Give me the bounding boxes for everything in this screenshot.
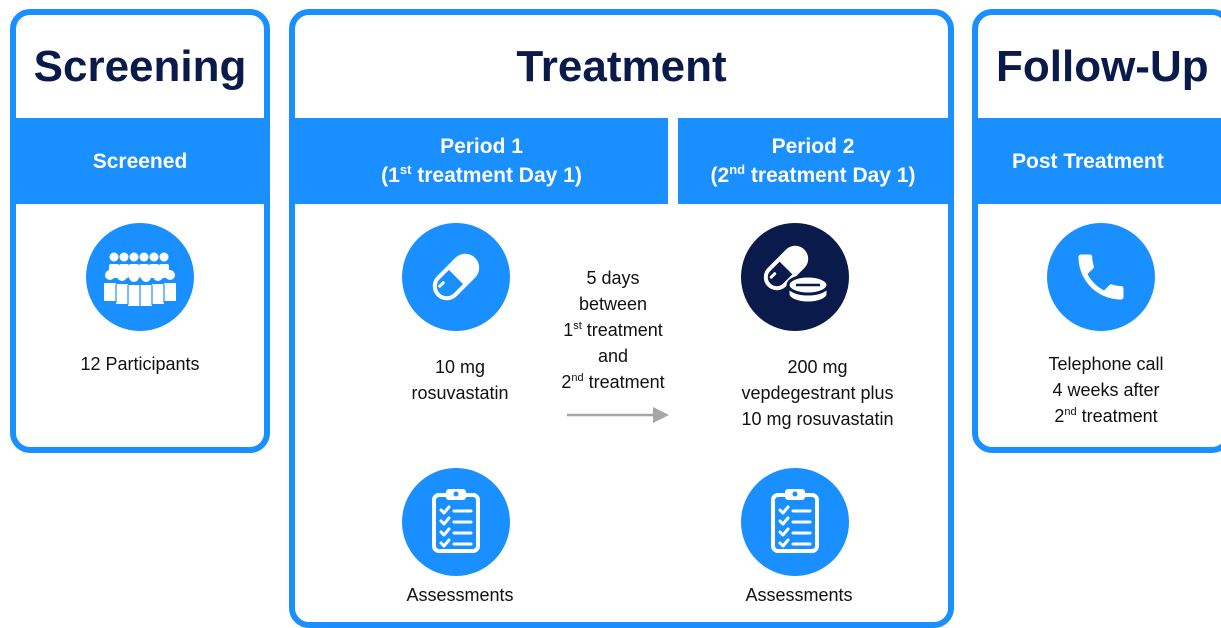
participants-count: 12 Participants <box>80 354 200 374</box>
period-1-sub-pre: (1 <box>381 164 400 187</box>
period-1-band: Period 1 (1st treatment Day 1) <box>295 118 668 204</box>
period-2-label: Period 2 <box>771 135 855 158</box>
group-people-icon <box>86 223 194 331</box>
period-2-dose-drug: vepdegestrant plus <box>741 383 894 403</box>
telephone-icon <box>1047 223 1155 331</box>
interval-line-1: 5 days <box>586 268 640 288</box>
period-2-band: Period 2 (2nd treatment Day 1) <box>678 118 948 204</box>
period-2-sub-pre: (2 <box>710 164 730 187</box>
period-1-assessments: Assessments <box>406 585 514 605</box>
capsule-and-tablet-icon <box>741 223 849 331</box>
treatment-title: Treatment <box>516 41 727 91</box>
interval-line-3-post: treatment <box>581 320 663 340</box>
period-2-dose-amount: 200 mg <box>787 357 848 377</box>
period-1-subtitle: (1st treatment Day 1) <box>381 161 582 190</box>
period-1-sub-post: treatment Day 1) <box>411 164 582 187</box>
interval-line-3-sup: st <box>573 320 582 332</box>
followup-panel: Follow-Up Post Treatment Telephone call … <box>972 9 1221 453</box>
interval-line-3: 1st treatment <box>538 317 688 343</box>
screened-label: Screened <box>92 149 188 173</box>
screening-panel: Screening Screened 12 Participants <box>10 9 270 453</box>
followup-line-2: 4 weeks after <box>1052 380 1160 400</box>
post-treatment-band: Post Treatment <box>978 118 1221 204</box>
period-1-sub-sup: st <box>399 162 412 177</box>
period-1-dose-drug: rosuvastatin <box>411 383 509 403</box>
period-1-dose-amount: 10 mg <box>434 357 486 377</box>
followup-line-3-pre: 2 <box>1054 406 1065 426</box>
interval-line-5-post: treatment <box>583 372 665 392</box>
interval-line-5-pre: 2 <box>561 372 572 392</box>
capsule-icon <box>402 223 510 331</box>
followup-description: Telephone call 4 weeks after 2nd treatme… <box>1006 351 1206 429</box>
interval-line-4: and <box>597 346 629 366</box>
period-2-dose: 200 mg vepdegestrant plus 10 mg rosuvast… <box>710 354 925 432</box>
clipboard-checklist-icon <box>741 468 849 576</box>
period-2-assessments: Assessments <box>745 585 853 605</box>
followup-line-3: 2nd treatment <box>1006 403 1206 429</box>
period-1-dose: 10 mg rosuvastatin <box>395 354 525 406</box>
followup-line-3-sup: nd <box>1064 406 1077 418</box>
period-2-sub-sup: nd <box>729 162 746 177</box>
post-treatment-label: Post Treatment <box>1012 149 1164 173</box>
followup-line-1: Telephone call <box>1048 354 1164 374</box>
clipboard-checklist-icon <box>402 468 510 576</box>
interval-line-5: 2nd treatment <box>538 369 688 395</box>
treatment-panel: Treatment Period 1 (1st treatment Day 1)… <box>289 9 954 628</box>
interval-line-3-pre: 1 <box>563 320 574 340</box>
interval-line-2: between <box>578 294 648 314</box>
period-1-label: Period 1 <box>440 135 523 158</box>
screened-band: Screened <box>16 118 264 204</box>
followup-line-3-post: treatment <box>1076 406 1158 426</box>
interval-text: 5 days between 1st treatment and 2nd tre… <box>538 265 688 395</box>
period-2-subtitle: (2nd treatment Day 1) <box>711 161 916 190</box>
period-2-dose-combo: 10 mg rosuvastatin <box>741 409 894 429</box>
followup-title: Follow-Up <box>996 41 1209 91</box>
period-2-sub-post: treatment Day 1) <box>745 164 916 187</box>
interval-line-5-sup: nd <box>571 372 584 384</box>
arrow-right-icon <box>567 407 669 423</box>
screening-title: Screening <box>33 41 247 91</box>
